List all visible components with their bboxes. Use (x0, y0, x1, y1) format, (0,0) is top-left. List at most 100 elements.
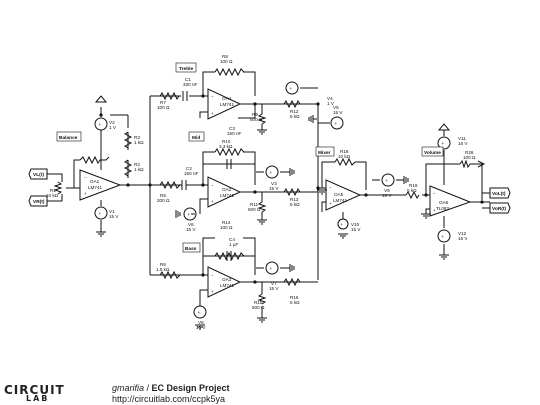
svg-text:1 V: 1 V (327, 101, 335, 106)
svg-text:1 kΩ: 1 kΩ (134, 167, 144, 172)
label-vor-output: VoR(t) (489, 202, 511, 214)
svg-text:R19: R19 (409, 183, 418, 188)
source-v1: + (94, 206, 108, 220)
svg-text:R18: R18 (340, 149, 349, 154)
svg-text:C4: C4 (229, 237, 235, 242)
svg-text:R1: R1 (50, 188, 56, 193)
resistor-r9 (257, 113, 267, 125)
ground-r15 (257, 317, 267, 323)
svg-text:V1: V1 (109, 209, 115, 214)
svg-text:V2: V2 (109, 120, 115, 125)
svg-text:500 Ω: 500 Ω (252, 305, 265, 310)
svg-text:+: + (341, 222, 344, 227)
svg-text:LM741: LM741 (220, 102, 234, 107)
svg-text:Bass: Bass (185, 246, 197, 252)
svg-text:OA3: OA3 (222, 277, 232, 282)
svg-text:1.5 kΩ: 1.5 kΩ (156, 267, 170, 272)
svg-text:V7: V7 (271, 281, 277, 286)
resistor-r3 (123, 131, 133, 149)
resistor-r14 (214, 251, 245, 261)
svg-text:Volume: Volume (424, 150, 441, 156)
svg-text:1 kΩ: 1 kΩ (134, 140, 144, 145)
label-volume: Volume (421, 146, 444, 157)
net-labels: Treble Balance Mid Bass Mixer Volume VL(… (28, 62, 511, 253)
ground-r9 (257, 129, 267, 135)
svg-text:100 Ω: 100 Ω (220, 59, 233, 64)
svg-text:15 V: 15 V (186, 227, 196, 232)
svg-text:+: + (442, 234, 445, 239)
svg-text:C3: C3 (229, 126, 235, 131)
svg-text:V12: V12 (458, 231, 467, 236)
svg-text:5 kΩ: 5 kΩ (407, 188, 417, 193)
voltage-sources: + + + + + + + + + + + + (94, 81, 451, 319)
logo-text-bottom: LAB (26, 394, 50, 403)
svg-text:R16: R16 (290, 295, 299, 300)
svg-text:VoR(t): VoR(t) (492, 206, 506, 212)
svg-text:V8: V8 (198, 320, 204, 325)
source-v10: + (337, 218, 349, 230)
resistor-r2 (123, 159, 133, 177)
resistor-r1 (53, 181, 63, 195)
svg-text:100 Ω: 100 Ω (157, 105, 170, 110)
capacitor-c2 (178, 180, 190, 190)
author-name[interactable]: gmarifia (112, 383, 145, 393)
resistor-r13 (283, 187, 301, 197)
svg-text:200 Ω: 200 Ω (157, 198, 170, 203)
svg-text:V6: V6 (188, 222, 194, 227)
source-v11: + (437, 136, 451, 150)
svg-text:−: − (211, 183, 214, 188)
project-title[interactable]: EC Design Project (151, 383, 230, 393)
label-balance: Balance (56, 131, 82, 142)
svg-text:R3: R3 (134, 135, 140, 140)
svg-text:5 kΩ: 5 kΩ (290, 114, 300, 119)
capacitor-c1 (182, 91, 188, 101)
svg-text:LM741: LM741 (333, 198, 347, 203)
svg-text:+: + (188, 212, 191, 217)
capacitor-c3 (226, 159, 232, 169)
footer-bar: CIRCUIT LAB gmarifia / EC Design Project… (0, 381, 540, 405)
svg-text:V4: V4 (327, 96, 333, 101)
resistor-r11 (257, 201, 267, 213)
resistor-r16 (283, 277, 301, 287)
svg-text:15 V: 15 V (269, 186, 279, 191)
label-vol-output: VoL(t) (489, 187, 511, 199)
wires (47, 71, 490, 318)
svg-text:TL082: TL082 (436, 206, 449, 211)
svg-text:+: + (329, 201, 332, 206)
svg-text:LM741: LM741 (220, 193, 234, 198)
ground-v1 (96, 231, 106, 237)
svg-text:100 Ω: 100 Ω (463, 155, 476, 160)
svg-text:LM741: LM741 (220, 283, 234, 288)
grounds (94, 95, 486, 330)
op-amps: −+ OA1 LM741 −+ OA4 LM741 −+ OA2 LM741 −… (79, 88, 472, 298)
svg-text:+: + (211, 289, 214, 294)
svg-text:Mixer: Mixer (318, 150, 331, 156)
svg-text:10 kΩ: 10 kΩ (338, 154, 351, 159)
svg-text:5 kΩ: 5 kΩ (290, 300, 300, 305)
svg-text:VoL(t): VoL(t) (492, 191, 506, 197)
op-amp-oa6: −+ OA6 TL082 (429, 185, 472, 217)
ground-r11 (257, 219, 267, 225)
svg-text:500 Ω: 500 Ω (250, 117, 263, 122)
op-amp-oa1: −+ OA1 LM741 (79, 169, 122, 201)
ground-v6 (175, 210, 181, 218)
ground-v9 (403, 176, 409, 184)
svg-text:VR(t): VR(t) (33, 199, 45, 205)
svg-text:R5: R5 (160, 193, 166, 198)
svg-text:100 Ω: 100 Ω (220, 225, 233, 230)
svg-text:330 nF: 330 nF (183, 82, 197, 87)
ground-v5 (308, 115, 317, 123)
source-v8: + (193, 305, 207, 319)
svg-text:1 V: 1 V (109, 125, 117, 130)
svg-text:−: − (329, 185, 332, 190)
resistor-r6 (159, 270, 181, 280)
svg-text:R12: R12 (290, 109, 299, 114)
source-v3: + (265, 165, 279, 179)
svg-text:1 µF: 1 µF (229, 242, 238, 247)
ground-oa6 (421, 213, 431, 219)
svg-text:R6: R6 (160, 262, 166, 267)
resistor-r18 (334, 157, 356, 167)
svg-text:V9: V9 (384, 188, 390, 193)
project-url[interactable]: http://circuitlab.com/ccpk5ya (112, 394, 226, 404)
source-v12: + (437, 229, 451, 243)
